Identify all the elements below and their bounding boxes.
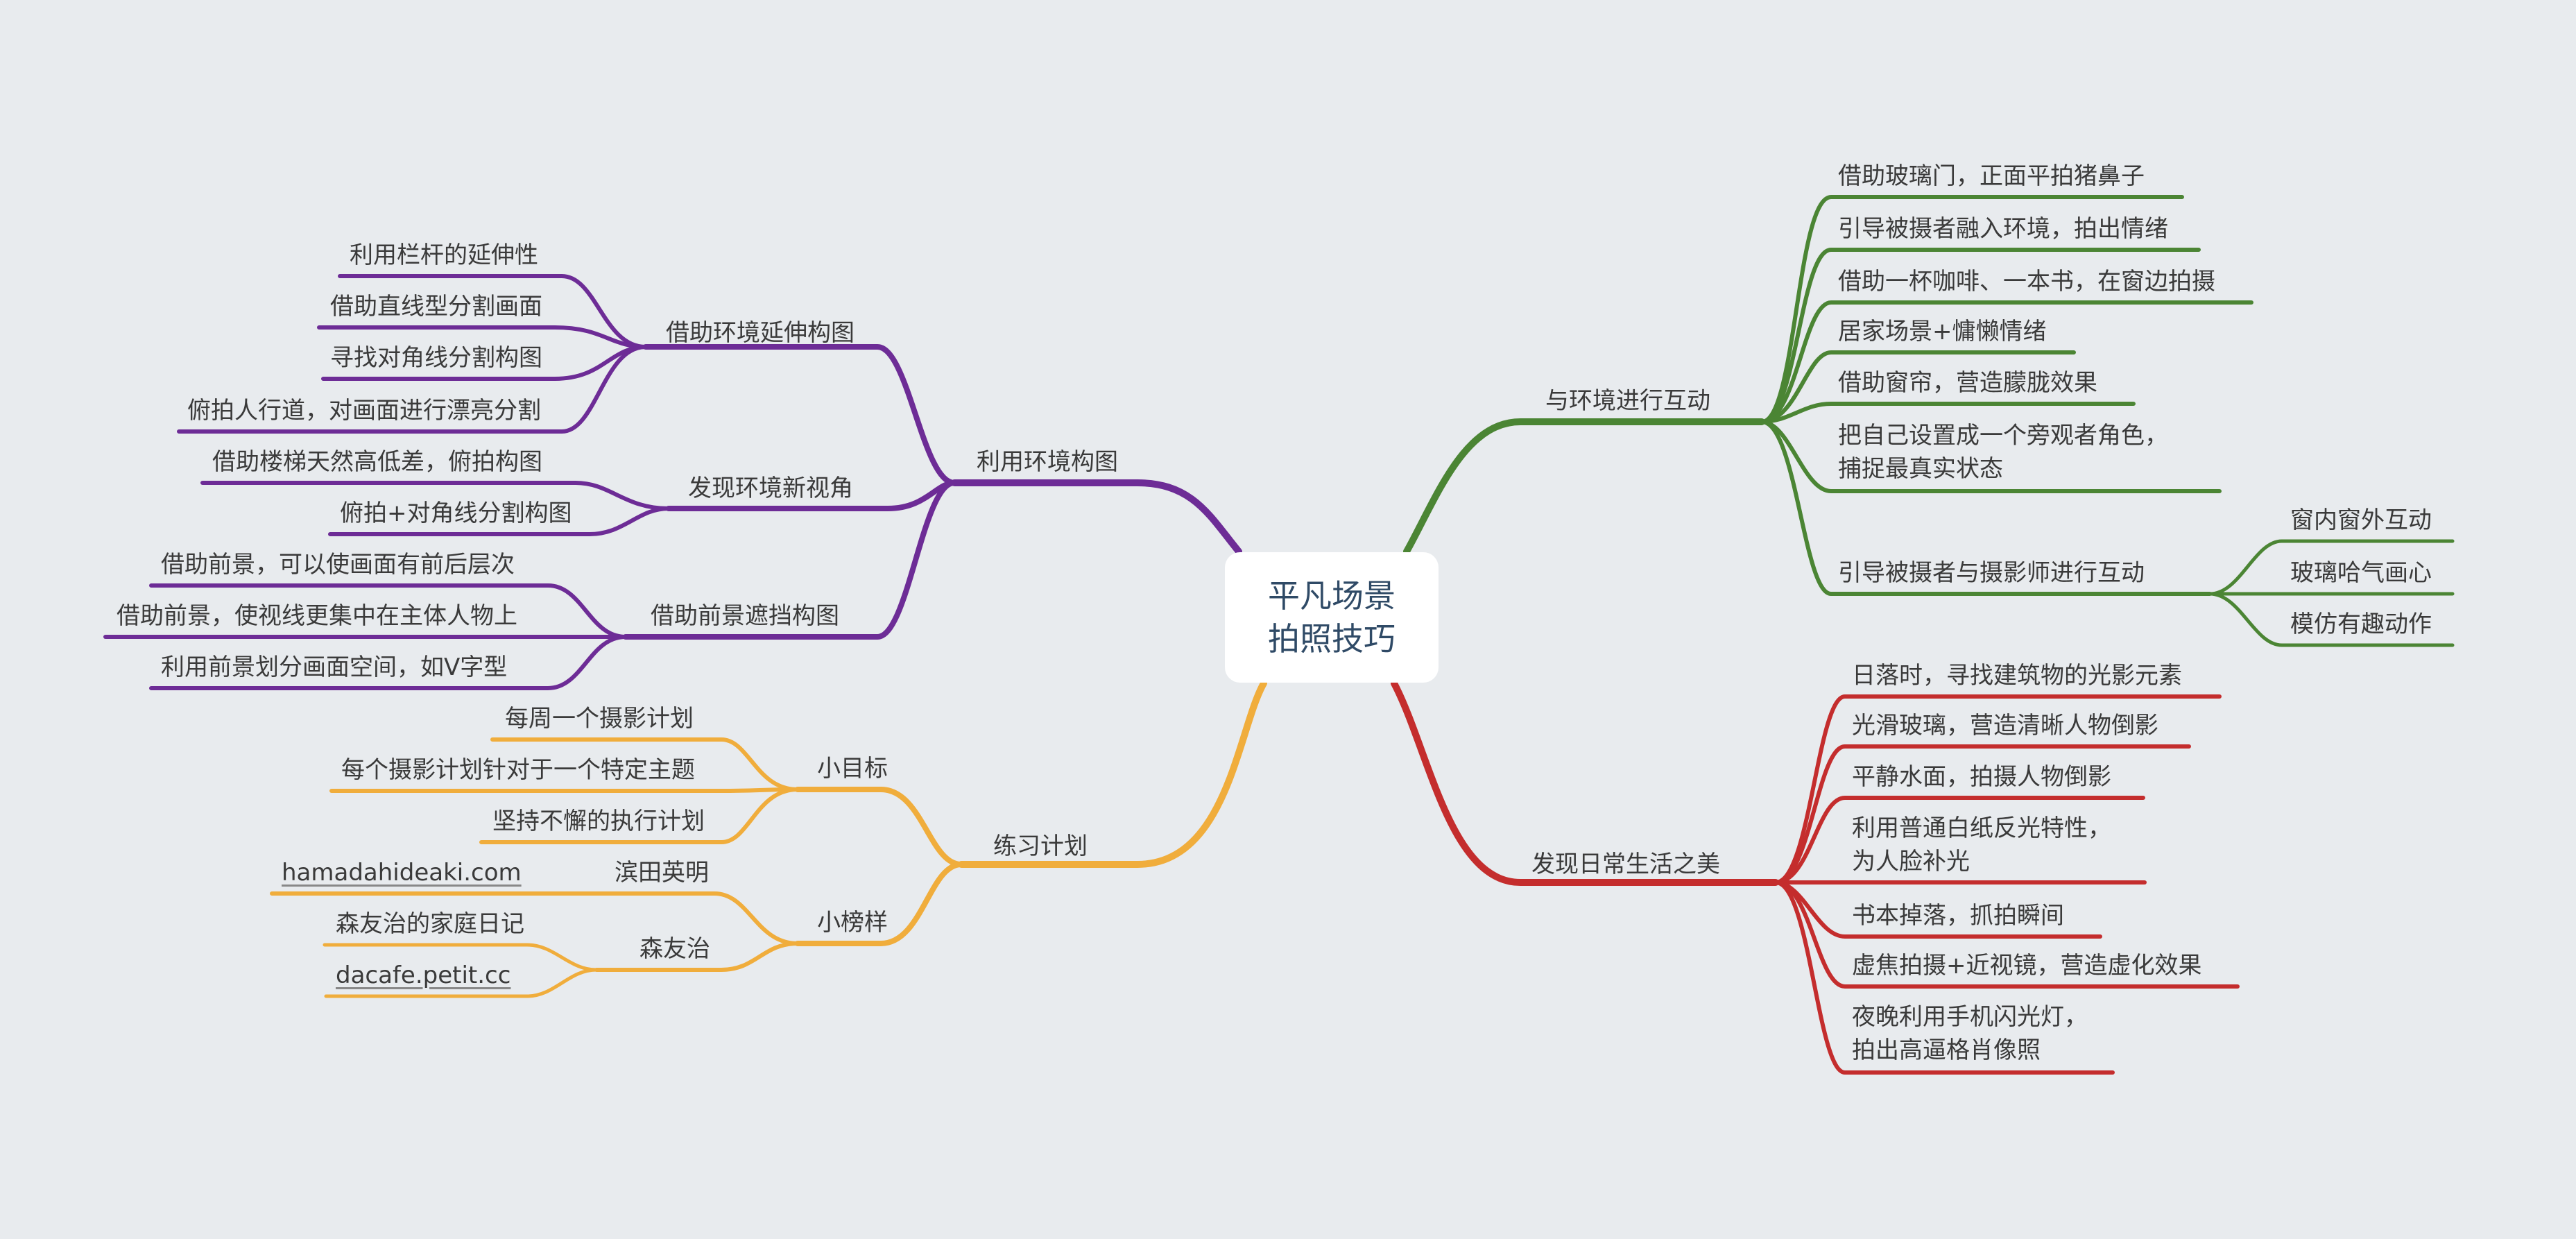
link-center-daily [1391,680,1779,886]
branch-env-composition[interactable]: 利用环境构图 [977,448,1118,476]
topic-env-foreground[interactable]: 借助前景遮挡构图 [651,602,839,630]
leaf-daily-4[interactable]: 利用普通白纸反光特性， 为人脸补光 [1852,814,2111,875]
topic-goals[interactable]: 小目标 [817,755,888,783]
leaf-daily-2[interactable]: 光滑玻璃，营造清晰人物倒影 [1852,712,2158,740]
leaf-interact-5[interactable]: 借助窗帘，营造朦胧效果 [1838,369,2097,397]
person-hamada[interactable]: 滨田英明 [615,859,709,887]
leaf-interact-1[interactable]: 借助玻璃门，正面平拍猪鼻子 [1838,162,2145,190]
link-hamadahideaki[interactable]: hamadahideaki.com [282,859,522,887]
leaf-goals-3[interactable]: 坚持不懈的执行计划 [492,808,705,835]
branch-practice[interactable]: 练习计划 [993,832,1088,860]
person-mori[interactable]: 森友治 [639,935,710,963]
center-topic[interactable]: 平凡场景 拍照技巧 [1225,552,1439,683]
link-center-env [951,479,1242,555]
leaf-daily-1[interactable]: 日落时，寻找建筑物的光影元素 [1852,662,2182,690]
leaf-goals-1[interactable]: 每周一个摄影计划 [505,705,694,733]
link-center-practice [958,680,1267,868]
leaf-photographer-3[interactable]: 模仿有趣动作 [2290,610,2432,638]
leaf-goals-2[interactable]: 每个摄影计划针对于一个特定主题 [341,756,695,784]
branch-interact[interactable]: 与环境进行互动 [1545,387,1710,415]
leaf-daily-5[interactable]: 书本掉落，抓拍瞬间 [1852,902,2064,930]
branch-daily[interactable]: 发现日常生活之美 [1531,851,1720,878]
leaf-extend-2[interactable]: 借助直线型分割画面 [330,293,542,321]
leaf-photographer-2[interactable]: 玻璃哈气画心 [2290,559,2432,587]
topic-env-extend[interactable]: 借助环境延伸构图 [666,319,855,347]
leaf-extend-3[interactable]: 寻找对角线分割构图 [330,344,542,372]
leaf-angle-2[interactable]: 俯拍+对角线分割构图 [340,499,572,527]
leaf-mori-diary[interactable]: 森友治的家庭日记 [336,910,524,938]
leaf-angle-1[interactable]: 借助楼梯天然高低差，俯拍构图 [212,448,542,476]
leaf-extend-4[interactable]: 俯拍人行道，对画面进行漂亮分割 [187,397,541,425]
center-topic-title: 平凡场景 拍照技巧 [1268,577,1396,658]
leaf-foreground-1[interactable]: 借助前景，可以使画面有前后层次 [161,551,515,579]
leaf-foreground-3[interactable]: 利用前景划分画面空间，如V字型 [161,653,508,681]
topic-photographer-interact[interactable]: 引导被摄者与摄影师进行互动 [1838,559,2145,587]
leaf-photographer-1[interactable]: 窗内窗外互动 [2290,506,2432,534]
link-center-interact [1403,418,1765,555]
leaf-foreground-2[interactable]: 借助前景，使视线更集中在主体人物上 [117,602,517,630]
leaf-interact-6[interactable]: 把自己设置成一个旁观者角色， 捕捉最真实状态 [1838,422,2168,483]
leaf-daily-3[interactable]: 平静水面，拍摄人物倒影 [1852,763,2111,791]
leaf-interact-2[interactable]: 引导被摄者融入环境，拍出情绪 [1838,215,2168,243]
leaf-extend-1[interactable]: 利用栏杆的延伸性 [350,241,538,269]
topic-env-angle[interactable]: 发现环境新视角 [688,475,853,502]
leaf-daily-7[interactable]: 夜晚利用手机闪光灯， 拍出高逼格肖像照 [1852,1003,2088,1064]
link-dacafe[interactable]: dacafe.petit.cc [336,962,511,989]
leaf-interact-4[interactable]: 居家场景+慵懒情绪 [1838,318,2047,345]
leaf-daily-6[interactable]: 虚焦拍摄+近视镜，营造虚化效果 [1852,952,2202,980]
topic-models[interactable]: 小榜样 [817,909,888,937]
leaf-interact-3[interactable]: 借助一杯咖啡、一本书，在窗边拍摄 [1838,268,2215,296]
